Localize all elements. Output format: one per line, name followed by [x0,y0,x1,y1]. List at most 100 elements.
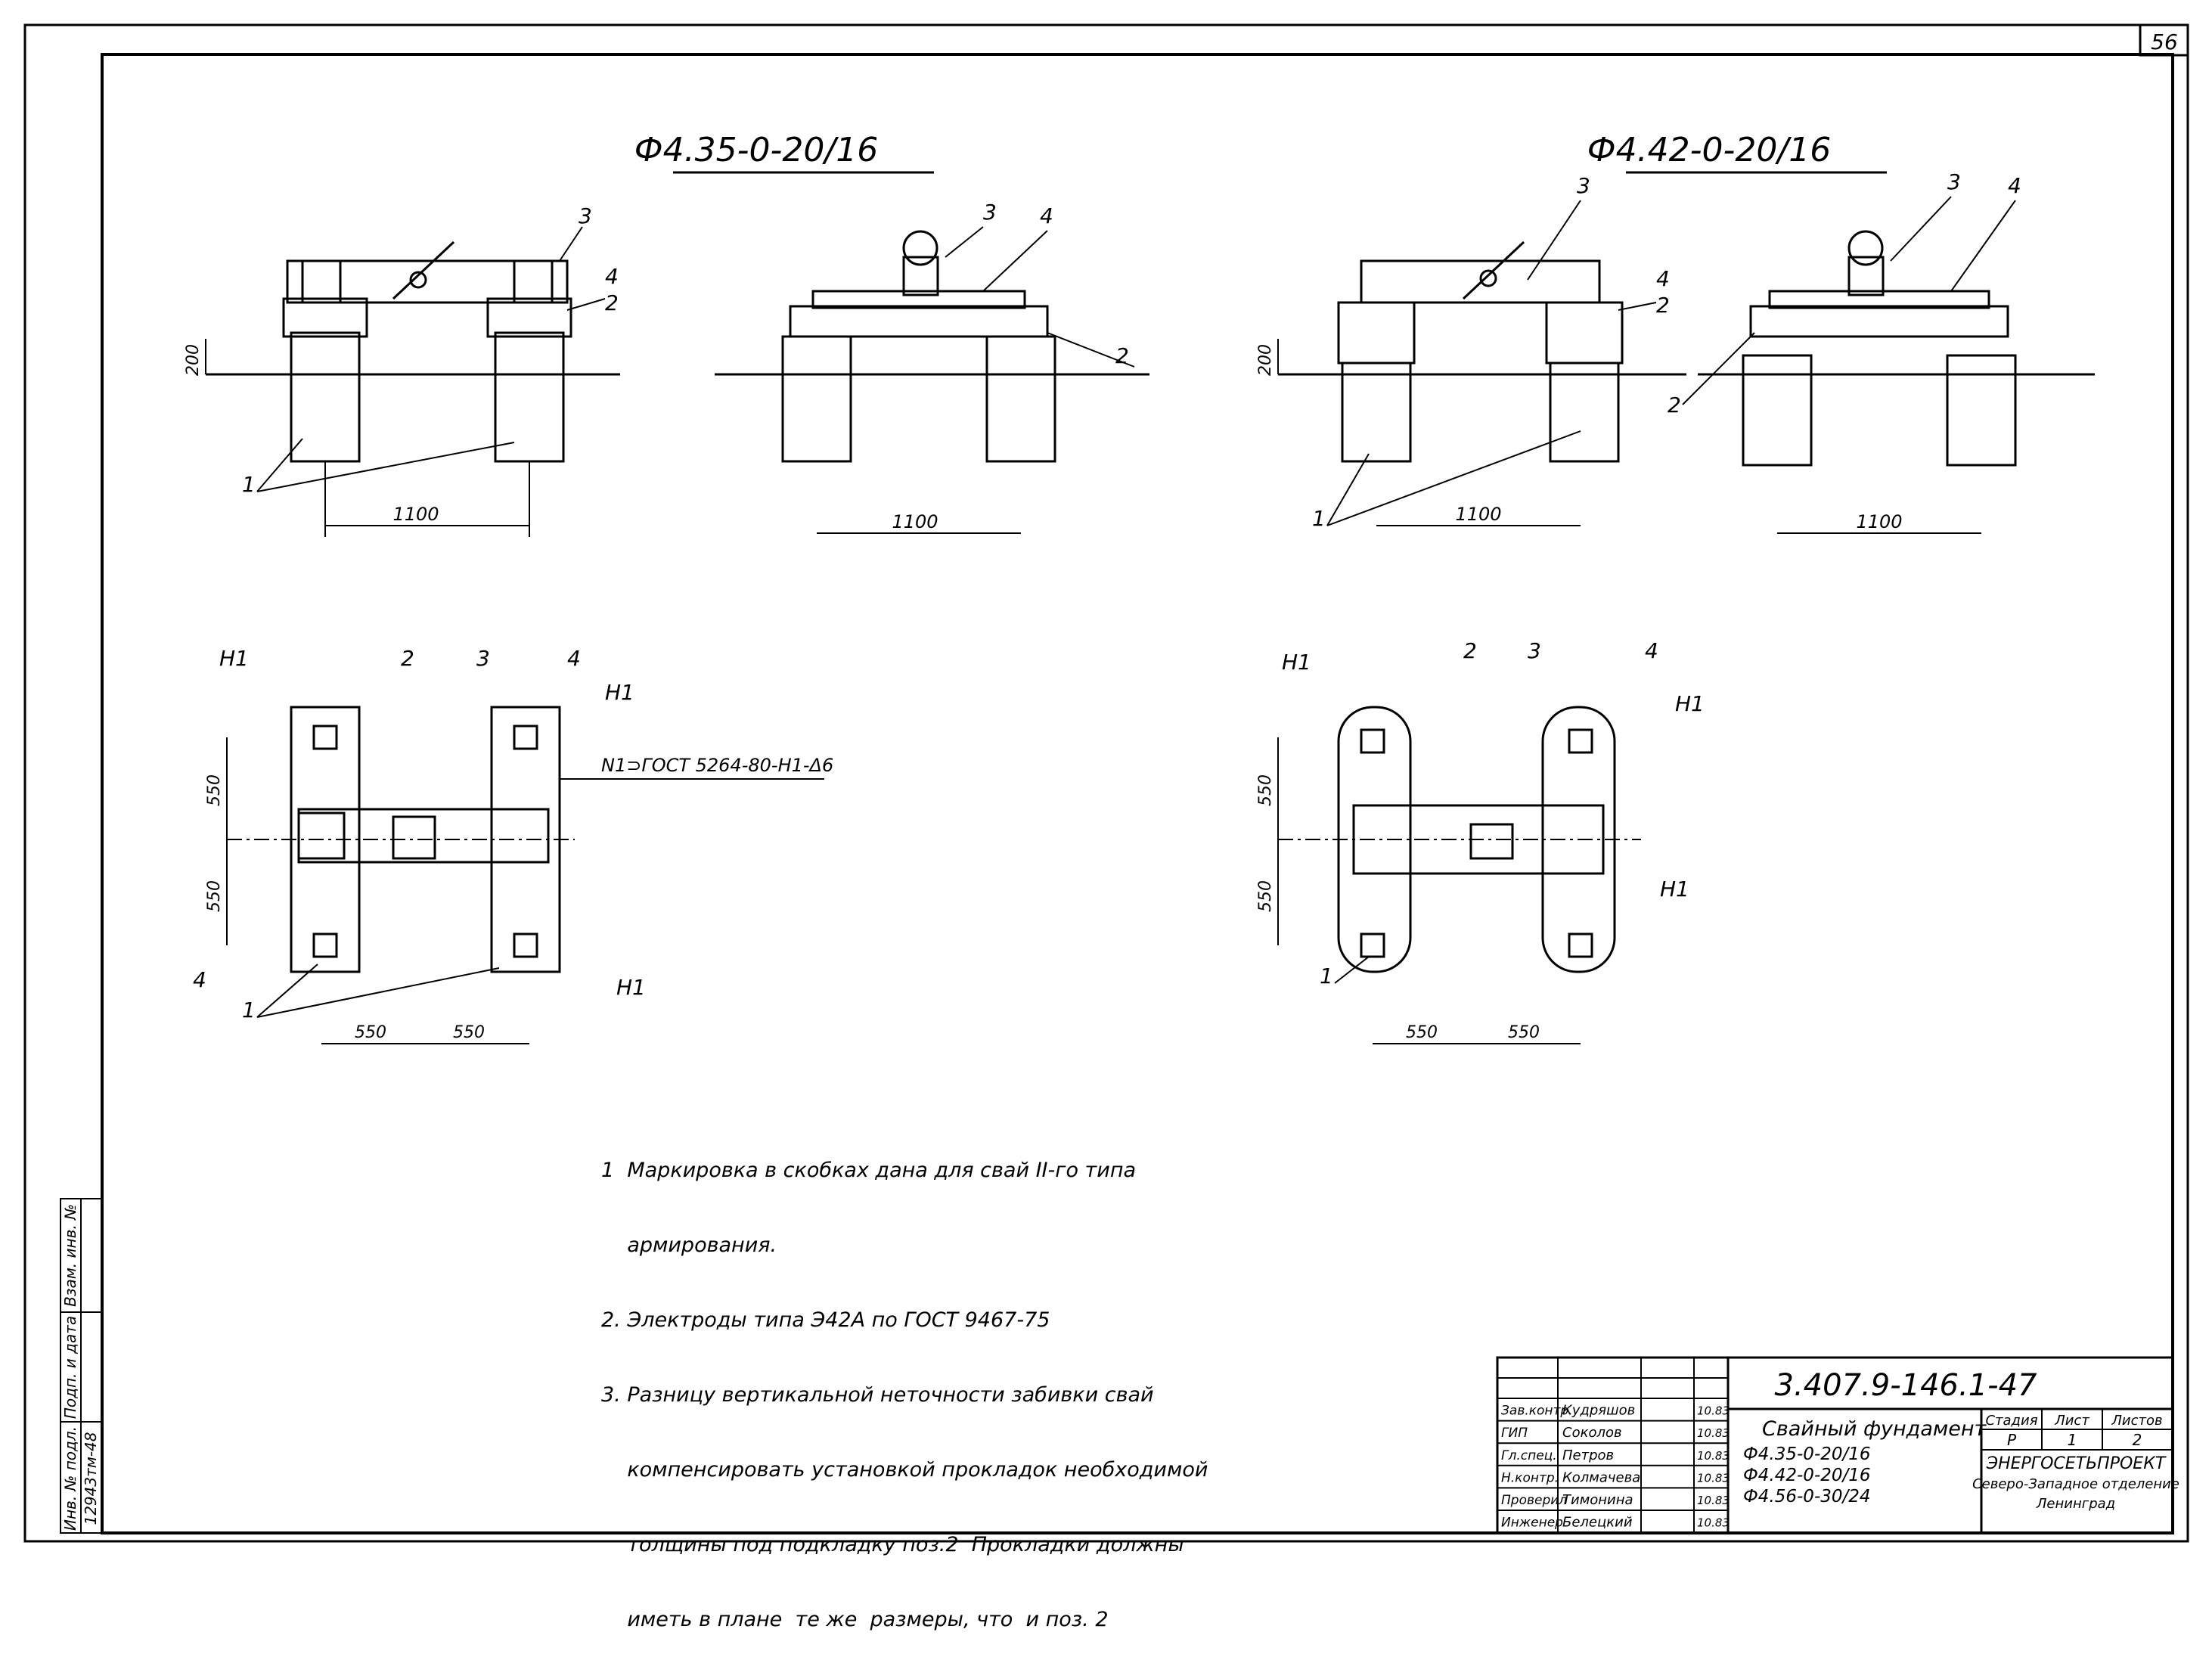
note-line: 3. Разницу вертикальной неточности забив… [601,1383,1154,1407]
bolt-plate [312,932,338,958]
anchor-body [902,256,939,296]
mark-2: 2 [1668,393,1681,417]
left-elevation-side: 1100 3 4 2 [715,200,1149,534]
dim-550: 550 [355,1023,386,1042]
tb-date: 10.83 [1697,1471,1730,1485]
leader [256,442,515,492]
strip-inv: 12943тм-48 [82,1432,100,1525]
sheets-value: 2 [2133,1431,2142,1449]
tb-name: Колмачева [1562,1469,1640,1485]
tb-name: Петров [1562,1448,1614,1463]
anchor-body [1847,256,1885,296]
mark-n1: Н1 [605,680,634,705]
doc-code: 3.407.9-146.1-47 [1775,1368,2038,1403]
bolt [409,271,427,289]
pile-head [282,297,368,338]
bracket [286,259,342,304]
sheet-label: Лист [2054,1413,2089,1429]
dim-200: 200 [1256,344,1275,376]
dim-1100: 1100 [392,504,439,525]
note-line: толщины под подкладку поз.2 Прокладки до… [601,1533,1184,1556]
tb-role: Проверил [1501,1493,1567,1508]
mark-4: 4 [2008,173,2021,198]
left-strip: Инв. № подл. 12943тм-48 Подп. и дата Вза… [60,1198,103,1534]
leader [256,438,303,492]
pile-head [486,297,572,338]
tb-name: Соколов [1562,1425,1622,1441]
bolt [1479,269,1497,287]
mark-n1: Н1 [1282,650,1311,675]
pile-cap [1749,305,2009,338]
mark-n1: Н1 [616,975,646,1000]
mark-3: 3 [983,200,997,225]
leader [1527,200,1581,281]
mark-3: 3 [476,646,490,671]
anchor-brace [1462,240,1525,300]
tb-role: Зав.контр. [1501,1404,1573,1419]
leader [559,226,583,262]
leader [982,230,1048,292]
crossbeam [301,259,554,304]
bolt-plate [1568,728,1593,754]
mark-4: 4 [193,967,206,992]
mark-4: 4 [605,264,619,289]
right-elevation-side: 1100 3 4 2 [1668,169,2095,534]
mark-4: 4 [1040,203,1053,228]
mark-4: 4 [1645,638,1658,663]
mark-n1: Н1 [1660,877,1689,901]
mark-4: 4 [1656,266,1670,291]
right-view-title: Ф4.42-0-20/16 [1587,131,1831,169]
outer-frame [23,23,2189,1543]
sheet-value: 1 [2068,1431,2077,1449]
doc-title: Свайный фундамент [1762,1417,1987,1441]
note-line: иметь в плане те же размеры, что и поз. … [601,1608,1109,1631]
bolt-plate [1360,728,1385,754]
org-city: Ленинград [2036,1496,2115,1512]
mark-line: Ф4.35-0-20/16 [1743,1444,1871,1464]
tb-name: Кудряшов [1562,1403,1635,1419]
anchor-eye [1847,230,1884,266]
sheets-label: Листов [2111,1413,2162,1429]
dim-550: 550 [1256,880,1275,912]
right-plan: 550 550 550 550 Н1 2 3 4 Н1 Н1 1 [1256,638,1705,1044]
notes-block: 1 Маркировка в скобках дана для свай II-… [601,1108,1208,1657]
pile [1549,361,1620,463]
pile [781,335,852,463]
dim-1100: 1100 [892,511,938,532]
dim-550: 550 [453,1023,485,1042]
bolt-plate [312,725,338,750]
beam [811,290,1026,309]
dim-550: 550 [205,880,224,912]
tb-role: ГИП [1501,1426,1528,1441]
tb-date: 10.83 [1697,1404,1730,1418]
mark-3: 3 [1947,169,1961,194]
leader [1326,430,1581,526]
tb-date: 10.83 [1697,1516,1730,1530]
strip-label-1: Инв. № подл. [61,1426,79,1531]
right-elevation-front: 1100 200 3 4 2 1 [1256,173,1686,531]
mark-line: Ф4.56-0-30/24 [1743,1487,1871,1507]
tb-role: Гл.спец. [1501,1448,1557,1463]
pile [1946,354,2017,467]
dim-200: 200 [184,344,203,376]
dim-1100: 1100 [1455,504,1501,525]
note-line: 2. Электроды типа Э42А по ГОСТ 9467-75 [601,1308,1050,1332]
bolt-plate [1360,932,1385,958]
tb-date: 10.83 [1697,1449,1730,1463]
mark-1: 1 [242,998,256,1022]
pile [1742,354,1813,467]
title-block: 3.407.9-146.1-47 Свайный фундамент Ф4.35… [1496,1356,2179,1534]
beam [1768,290,1990,309]
dim-1100: 1100 [1856,511,1902,532]
bolt-plate [513,932,538,958]
pile-head [1545,301,1624,365]
drawing-sheet: 56 Ф4.35-0-20/16 Ф4.42-0-20/16 1100 200 … [23,23,2189,1543]
tb-date: 10.83 [1697,1426,1730,1440]
note-line: 1 Маркировка в скобках дана для свай II-… [601,1159,1137,1182]
mark-3: 3 [1577,173,1590,198]
pile-cap [789,305,1049,338]
strip-label-3: Взам. инв. № [61,1204,79,1307]
tb-role: Н.контр. [1501,1470,1559,1485]
bolt-plate [513,725,538,750]
